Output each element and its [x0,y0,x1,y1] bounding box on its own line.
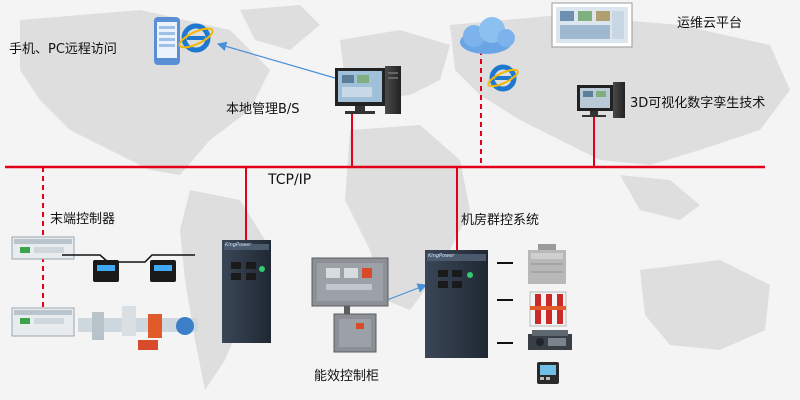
chiller-unit-icon [528,330,572,350]
efficiency-control-cabinet [311,257,389,353]
pump-skid-icon [529,291,567,327]
cloud-icon [460,17,515,54]
remote-access-arrow [216,41,336,79]
cabinet-brand-label-main: KingPower [225,242,252,248]
cooling-tower-icon [528,244,566,284]
label-digital-twin: 3D可视化数字孪生技术 [630,96,766,111]
label-mobile-pc-access: 手机、PC远程访问 [9,42,117,57]
cloud-platform-monitor [551,2,633,48]
southeast-asia-shape [620,175,700,220]
north-america-shape [20,10,270,175]
terminal-controller-module-2 [11,307,75,337]
local-management-computer-icon [335,66,401,114]
greenland-shape [240,5,320,50]
label-local-management: 本地管理B/S [226,102,300,117]
power-meter-icon [537,362,559,384]
chiller-group-control-cabinet [425,250,488,358]
fan-coil-pipe-assembly [78,306,198,350]
terminal-controller-module-1 [11,236,75,260]
label-chiller-plant-control: 机房群控系统 [461,213,540,228]
ie-browser-icon [178,23,214,53]
australia-shape [640,260,770,350]
label-ops-cloud: 运维云平台 [677,16,743,31]
control-cabinet-main [222,240,271,343]
label-protocol: TCP/IP [268,172,312,188]
efficiency-to-chiller-arrow [386,283,428,301]
smartphone-icon [154,17,180,65]
thermostat-wiring [62,254,195,263]
label-terminal-controller: 末端控制器 [50,212,116,227]
digital-twin-computer-icon [577,82,625,118]
cabinet-brand-label-chiller: KingPower [428,253,455,259]
world-map-background [20,5,790,390]
ie-browser-icon-cloud [487,64,519,92]
label-efficiency-cabinet: 能效控制柜 [314,369,380,384]
